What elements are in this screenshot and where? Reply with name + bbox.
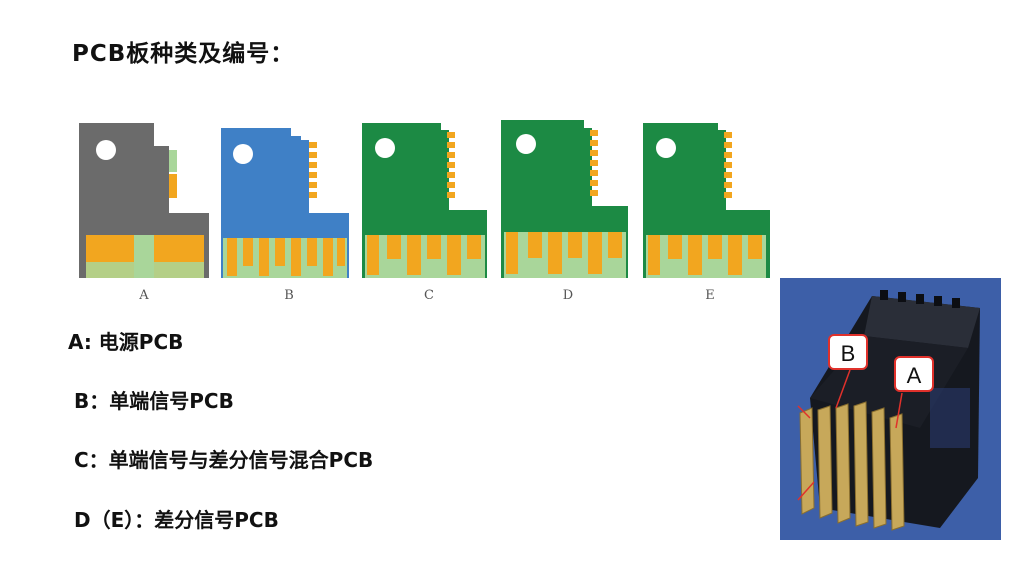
board-label-b: B [284, 288, 294, 303]
board-label-c: C [424, 288, 434, 303]
board-label-a: A [139, 288, 149, 303]
description-a: A: 电源PCB [68, 330, 184, 354]
board-label-e: E [705, 288, 715, 303]
pcb-board-c [359, 118, 499, 283]
pcb-board-b [219, 118, 359, 283]
description-d-e: D（E）：差分信号PCB [74, 508, 279, 532]
description-b: B：单端信号PCB [74, 389, 234, 413]
description-c: C：单端信号与差分信号混合PCB [74, 448, 374, 472]
callout-b: B [828, 334, 868, 370]
page-title: PCB板种类及编号： [72, 41, 295, 67]
pcb-board-e [640, 118, 780, 283]
board-label-d: D [562, 288, 574, 303]
connector-photo: D B A C [780, 278, 1001, 540]
pcb-board-a [74, 118, 214, 283]
callout-a: A [894, 356, 934, 392]
pcb-board-d [498, 118, 638, 283]
